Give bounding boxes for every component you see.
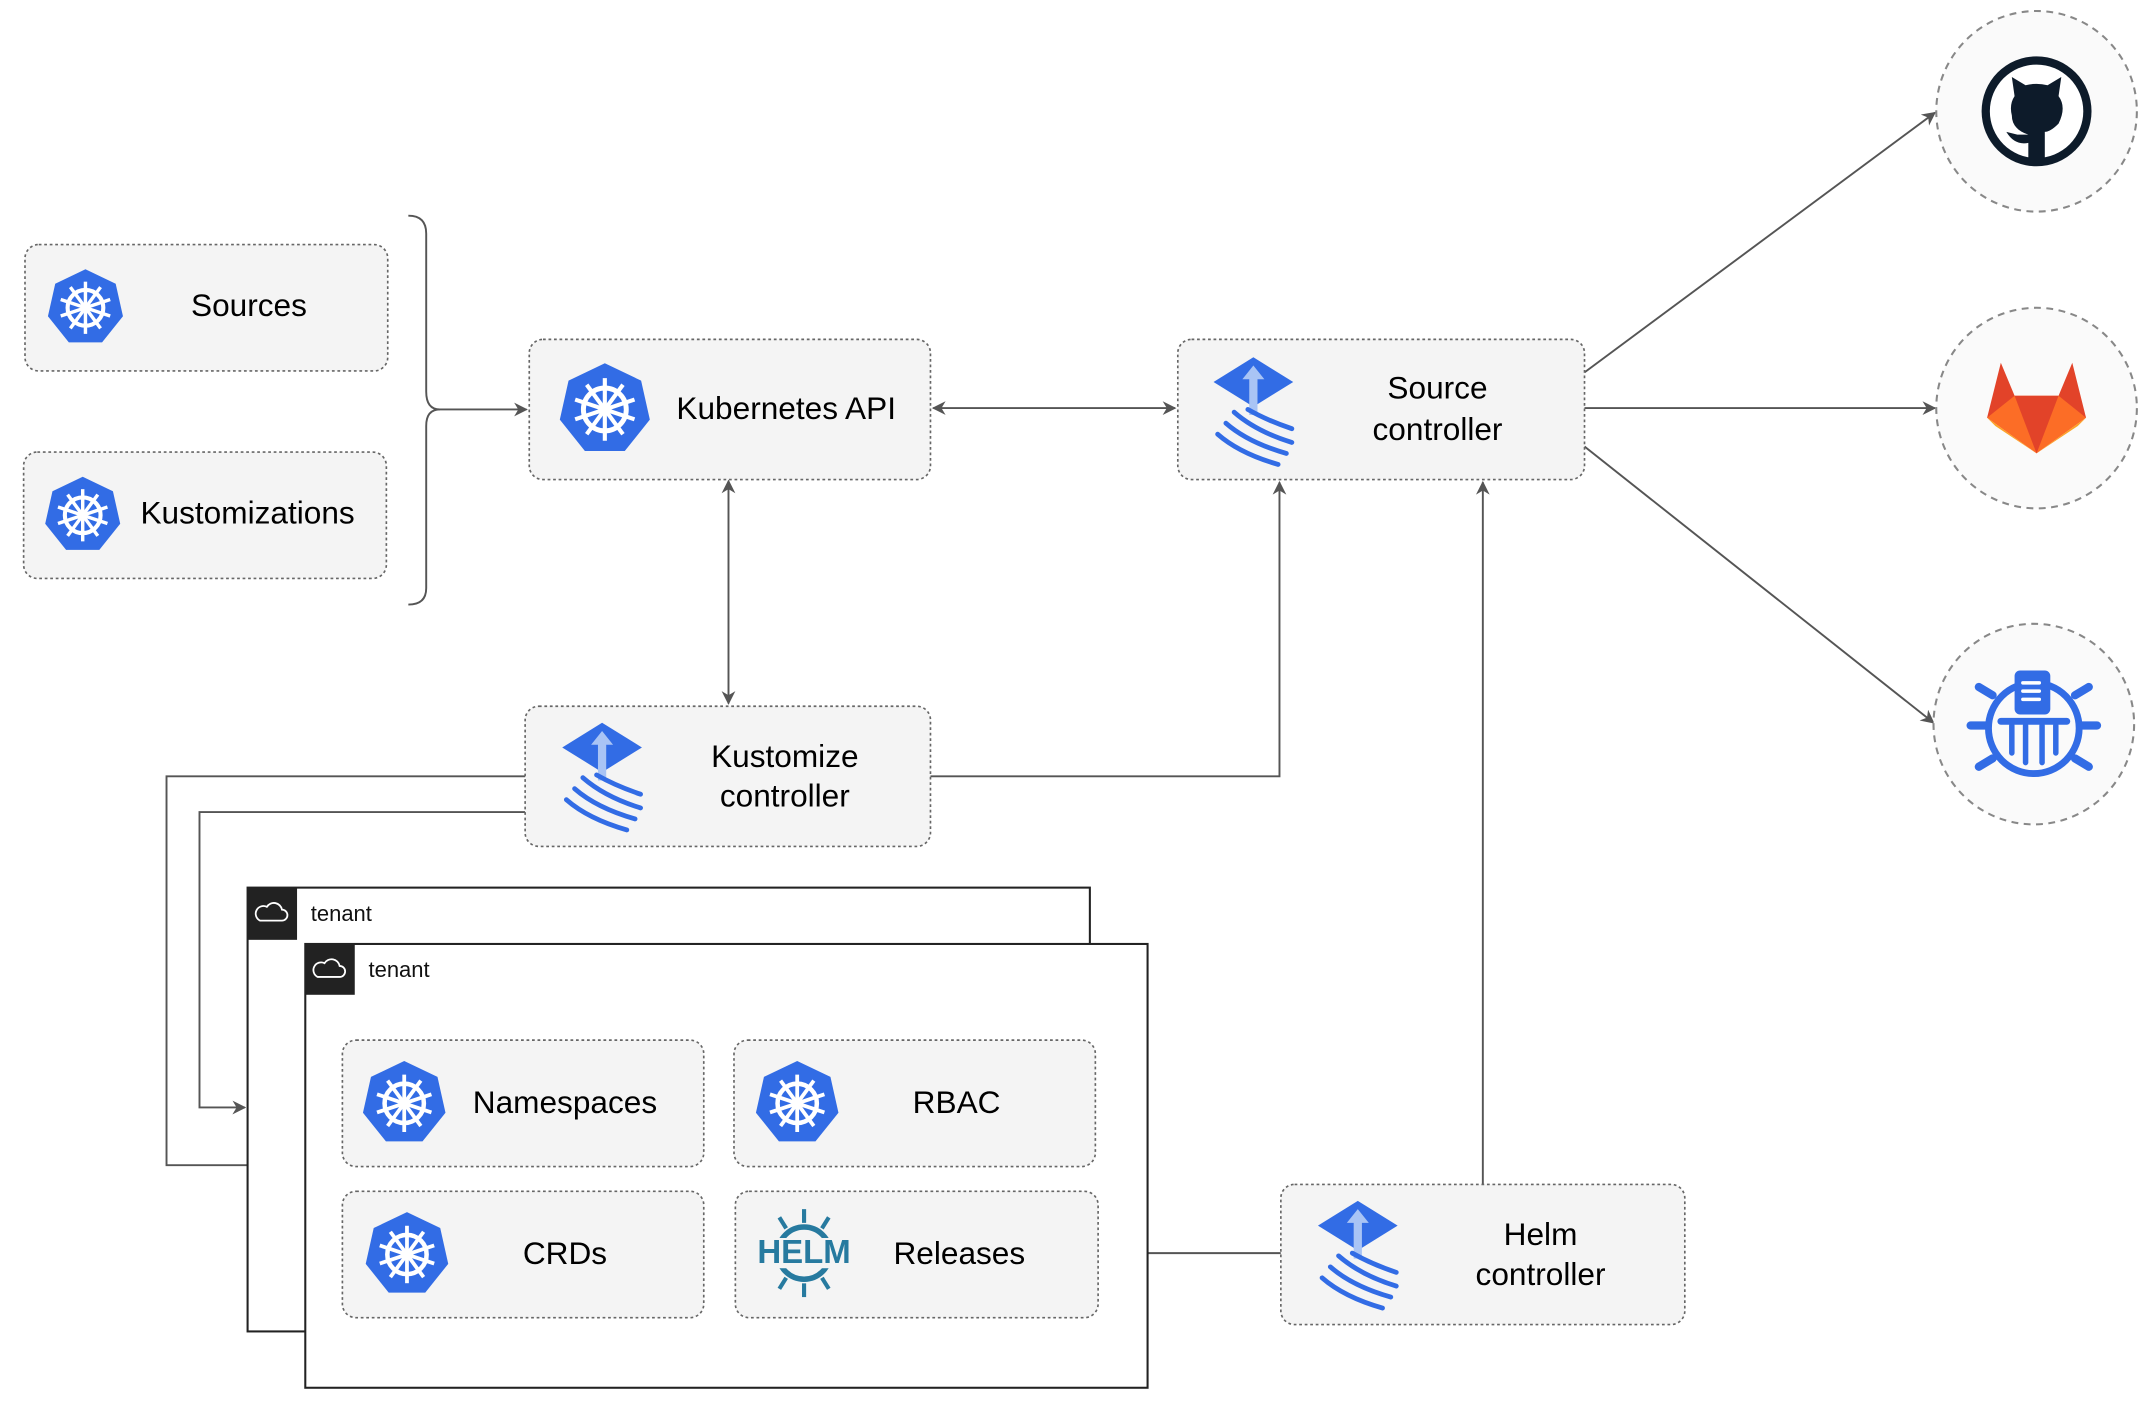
svg-text:RBAC: RBAC (913, 1084, 1001, 1120)
kustomize-source-arrow (930, 480, 1287, 778)
brace-arrow (408, 214, 528, 417)
svg-text:HELM: HELM (757, 1233, 850, 1270)
brace-lower (408, 408, 440, 606)
helm-icon: HELM (755, 1209, 853, 1298)
svg-text:controller: controller (1476, 1256, 1606, 1292)
svg-text:Kubernetes API: Kubernetes API (676, 390, 896, 426)
kustomize-tenant-arrow (165, 775, 526, 1173)
svg-text:Kustomizations: Kustomizations (140, 495, 354, 531)
github-icon (1981, 56, 2092, 167)
kustomize-tenant-arrow-2 (198, 811, 526, 1115)
gitlab-icon (1987, 362, 2087, 454)
source-github-arrow (1583, 111, 1936, 374)
kustomizations-node[interactable]: Kustomizations (22, 451, 388, 580)
svg-text:controller: controller (1373, 411, 1503, 447)
gitlab-source[interactable] (1935, 306, 2138, 510)
namespaces-node[interactable]: Namespaces (341, 1039, 705, 1168)
helm-controller-node[interactable]: Helm controller (1280, 1183, 1686, 1326)
svg-text:tenant: tenant (311, 901, 372, 926)
cloud-icon (312, 958, 346, 978)
svg-text:Source: Source (1387, 370, 1487, 406)
harbor-icon (1966, 670, 2102, 778)
svg-text:controller: controller (720, 778, 850, 814)
svg-text:CRDs: CRDs (523, 1235, 607, 1271)
kubernetes-api-node[interactable]: Kubernetes API (528, 338, 932, 481)
crds-node[interactable]: CRDs (341, 1190, 705, 1319)
svg-text:Helm: Helm (1504, 1216, 1578, 1252)
svg-text:Releases: Releases (893, 1235, 1025, 1271)
harbor-source[interactable] (1932, 622, 2136, 826)
releases-node[interactable]: HELM Releases (734, 1190, 1099, 1319)
github-source[interactable] (1935, 9, 2138, 213)
sources-node[interactable]: Sources (24, 243, 389, 372)
source-harbor-arrow (1583, 445, 1935, 724)
svg-text:Sources: Sources (191, 287, 307, 323)
svg-text:Namespaces: Namespaces (473, 1084, 657, 1120)
source-controller-node[interactable]: Source controller (1176, 338, 1586, 481)
rbac-node[interactable]: RBAC (733, 1039, 1097, 1168)
svg-text:Kustomize: Kustomize (711, 738, 858, 774)
cloud-icon (254, 902, 289, 922)
svg-text:tenant: tenant (369, 957, 430, 982)
kustomize-controller-node[interactable]: Kustomize controller (524, 705, 932, 848)
